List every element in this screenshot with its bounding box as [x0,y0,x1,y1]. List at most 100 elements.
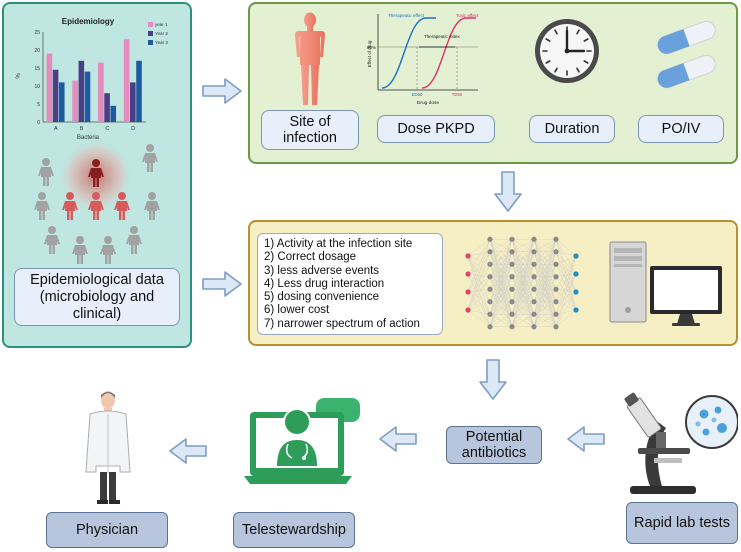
therapeutic-curve [381,17,436,89]
criterion-item: 7) narrower spectrum of action [264,317,420,330]
criterion-item: 4) Less drug interaction [264,277,385,290]
network-node [553,299,559,305]
network-node [465,253,471,259]
person-icon [44,226,60,254]
criterion-item: 5) dosing convenience [264,291,380,304]
network-node [487,249,493,255]
bar-C-1 [104,93,110,122]
chart-y-tick-label: 10 [34,84,40,90]
therapeutic-effect-label: Therapeutic effect [388,13,425,18]
network-node [553,261,559,267]
network-node [531,261,537,267]
network-node [509,261,515,267]
person-icon [126,226,142,254]
arrow-left-icon [567,426,605,452]
person-icon [38,158,54,186]
network-node [509,324,515,330]
human-body-icon [295,12,325,105]
network-node [487,261,493,267]
fifty-percent-label: 50% [367,45,376,50]
bar-D-0 [123,39,130,123]
rapid-lab-tests-label: Rapid lab tests [626,502,738,544]
network-node [531,249,537,255]
duration-label: Duration [529,115,615,143]
chart-ylabel: % [16,73,22,79]
bar-A-1 [52,69,59,122]
pills-icon [657,21,716,89]
criterion-item: 6) lower cost [264,304,330,317]
selection-criteria-list: 1) Activity at the infection site 2) Cor… [257,233,443,335]
criterion-item: 2) Correct dosage [264,251,357,264]
pk-xlabel: Drug dose [417,100,439,106]
network-node [487,236,493,242]
network-node [509,299,515,305]
network-node [487,324,493,330]
chart-xlabel: Bacteria [77,135,100,141]
potential-antibiotics-label: Potential antibiotics [446,426,542,464]
network-node [509,249,515,255]
telestewardship-label: Telestewardship [233,512,355,548]
network-node [553,286,559,292]
therapeutic-index-label: Therapeutic index [424,34,461,39]
bar-D-1 [130,82,136,122]
network-node [573,307,579,313]
pkpd-curve-chart: Therapeutic effect Toxic effect Therapeu… [367,13,479,106]
dose-pkpd-label: Dose PKPD [377,115,495,143]
network-node [487,274,493,280]
criterion-item: 1) Activity at the infection site [264,238,413,250]
chart-category-label: B [80,126,84,132]
microscope-icon [624,392,738,494]
population-illustration [34,140,160,264]
network-node [509,286,515,292]
toxic-effect-label: Toxic effect [456,13,479,18]
epidemiological-data-label: Epidemiological data (microbiology and c… [14,268,180,326]
network-node [465,271,471,277]
network-node [487,299,493,305]
network-node [553,324,559,330]
chart-category-label: A [54,126,58,132]
network-node [573,271,579,277]
legend-swatch [148,22,153,27]
network-node [531,274,537,280]
bar-D-2 [136,60,142,122]
network-node [509,274,515,280]
person-icon [144,192,160,220]
site-of-infection-label: Site of infection [261,110,359,150]
neural-network-icon [465,236,579,330]
legend-swatch [148,40,153,45]
chart-y-tick-label: 0 [37,120,40,126]
person-icon [142,144,158,172]
network-node [573,253,579,259]
computer-icon [609,241,722,326]
toxic-curve [421,17,476,89]
legend-label: Year 2 [155,31,168,36]
chart-y-tick-label: 25 [34,30,40,36]
network-node [531,286,537,292]
physician-icon [85,391,131,504]
bar-B-1 [78,60,85,122]
network-node [531,311,537,317]
chart-category-label: D [131,126,135,132]
arrow-down-icon [479,359,507,400]
chart-y-tick-label: 20 [34,48,40,54]
network-node [509,311,515,317]
arrow-left-icon [379,426,417,452]
network-node [465,289,471,295]
bar-C-0 [98,62,104,122]
network-node [553,274,559,280]
chart-y-tick-label: 5 [37,102,40,108]
ed50-label: ED50 [412,92,423,97]
network-node [553,311,559,317]
network-node [487,286,493,292]
legend-label: year 1 [155,22,168,27]
bar-A-0 [46,53,53,122]
network-node [465,307,471,313]
network-node [487,311,493,317]
network-node [553,249,559,255]
arrow-right-icon [202,271,242,297]
arrow-left-icon [169,438,207,464]
clock-icon [535,19,599,83]
network-node [531,236,537,242]
telemedicine-laptop-icon [244,398,360,484]
